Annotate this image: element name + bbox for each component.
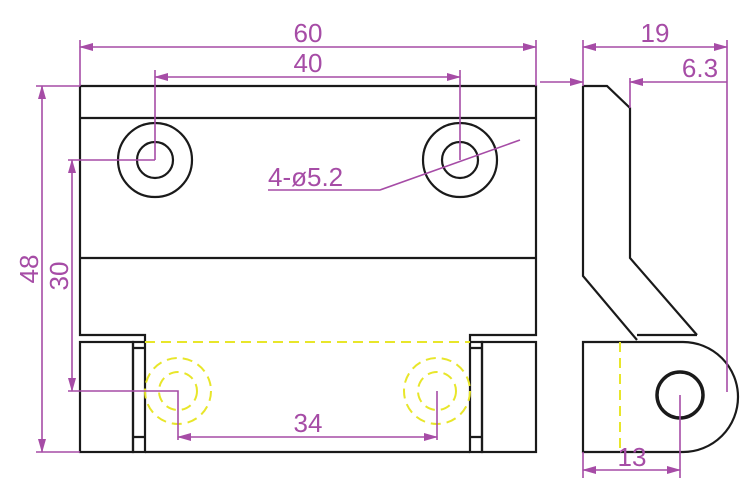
extension-lines: [68, 159, 438, 440]
dim-60-label: 60: [294, 18, 323, 48]
dim-30-label: 30: [44, 262, 74, 291]
front-view: [78, 84, 538, 454]
dim-40-label: 40: [294, 48, 323, 78]
left-knuckle-strip: [131, 340, 147, 454]
hidden-hole-inner: [417, 371, 457, 411]
hole-callout-label: 4-ø5.2: [268, 162, 343, 192]
dim-19-label: 19: [641, 18, 670, 48]
dim-6-3-label: 6.3: [682, 53, 718, 83]
hidden-hole-inner: [158, 371, 198, 411]
side-dimensions: 19 6.3 13: [540, 18, 728, 478]
dim-34-label: 34: [294, 408, 323, 438]
side-leaf-outline: [581, 84, 698, 341]
right-knuckle-strip: [468, 340, 484, 454]
side-view: [581, 84, 740, 454]
right-knuckle: [480, 340, 538, 454]
side-knuckle: [581, 340, 740, 454]
hole-leader: [268, 139, 521, 191]
extension-lines: [79, 40, 537, 160]
strip-lines: [133, 346, 482, 439]
left-knuckle: [78, 340, 135, 454]
top-leaf-outline: [78, 84, 538, 342]
front-dimensions: 60 40 48 30 34 4-ø5.2: [14, 18, 537, 453]
dim-13-label: 13: [618, 442, 647, 472]
extension-lines: [582, 40, 728, 478]
dim-48-label: 48: [14, 255, 44, 284]
